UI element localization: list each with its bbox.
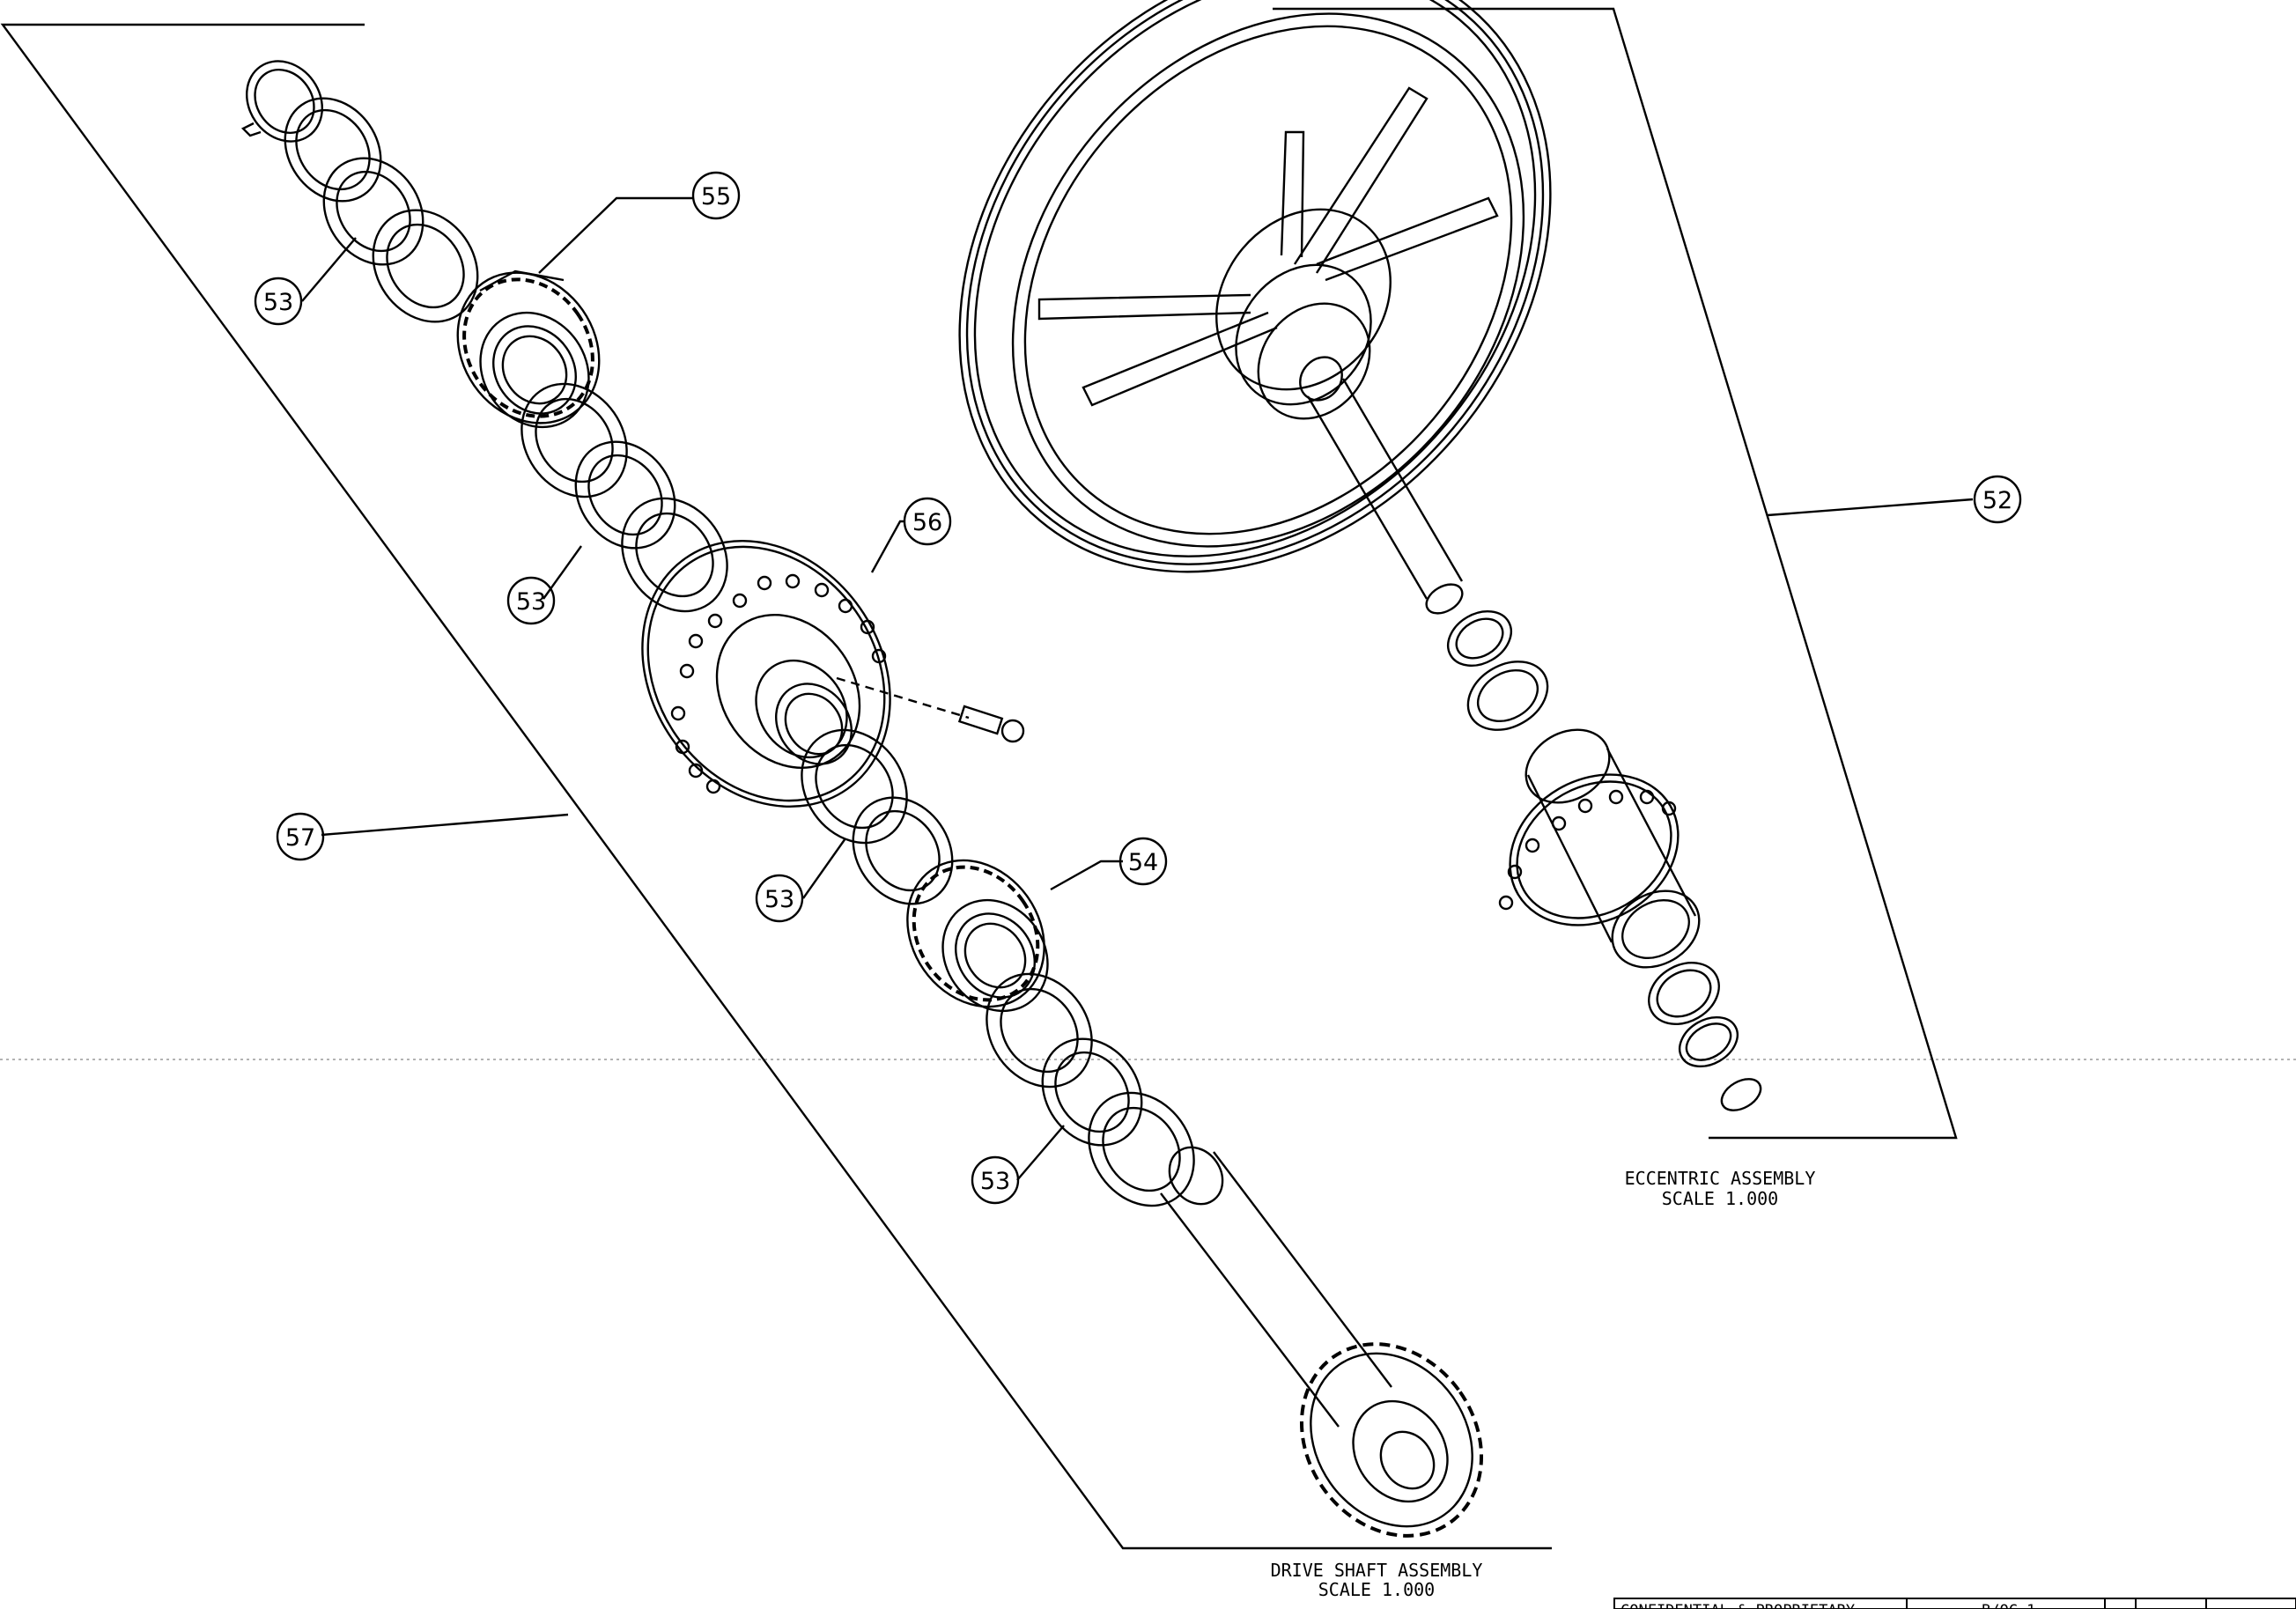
title-block-notice: CONFIDENTIAL & PROPRIETARY <box>1620 1602 1855 1609</box>
hub-flange-56 <box>641 540 891 808</box>
callout-bubble-53-b <box>506 576 556 625</box>
callout-53-b: 53 <box>516 588 546 616</box>
callout-52: 52 <box>1982 487 2012 514</box>
callout-53-d: 53 <box>980 1168 1010 1195</box>
sprocket-bearing-54 <box>906 859 1049 1013</box>
callout-53-a: 53 <box>263 289 293 316</box>
washer-stack-bottom <box>986 972 1195 1207</box>
eccentric-boundary <box>1273 7 1958 1140</box>
callout-53-c: 53 <box>764 886 794 913</box>
leader-53-a <box>301 237 357 302</box>
set-screw-axis <box>836 676 970 720</box>
callout-56: 56 <box>912 509 942 536</box>
eccentric-lower-rings <box>1648 962 1762 1111</box>
eccentric-assembly-scale: SCALE 1.000 <box>1662 1188 1778 1209</box>
callout-bubble-56 <box>903 497 952 546</box>
leader-57 <box>321 813 569 837</box>
callout-bubble-53-a <box>254 277 303 326</box>
eccentric-hub <box>1498 728 1701 969</box>
title-block-fragment: B/OC 1 <box>1982 1602 2035 1609</box>
title-block <box>1613 1598 2296 1609</box>
set-screw <box>957 705 1025 743</box>
callout-55: 55 <box>701 183 731 210</box>
washer-stack-top <box>284 97 479 323</box>
eccentric-shaft <box>1306 378 1464 615</box>
washer-stack-lower <box>801 728 954 905</box>
leader-52 <box>1767 498 1974 517</box>
callout-bubble-53-d <box>971 1155 1020 1205</box>
callout-54: 54 <box>1128 849 1158 876</box>
leader-54 <box>1050 860 1123 891</box>
pulley-wheel <box>958 0 1552 573</box>
leader-53-c <box>802 838 846 899</box>
snap-ring-top <box>240 60 323 143</box>
sprocket-bottom <box>1299 1342 1484 1538</box>
eccentric-assembly-title: ECCENTRIC ASSEMBLY <box>1625 1168 1816 1189</box>
callout-bubble-57 <box>276 812 325 861</box>
eccentric-rings <box>1447 609 1549 731</box>
drive-shaft <box>1160 1146 1392 1428</box>
washer-stack-middle <box>520 382 728 613</box>
leader-55 <box>538 196 693 274</box>
callout-bubble-55 <box>691 171 741 220</box>
callout-bubble-52 <box>1973 475 2022 524</box>
drive-shaft-assembly-scale: SCALE 1.000 <box>1318 1579 1435 1600</box>
callout-57: 57 <box>285 824 315 852</box>
callout-bubble-54 <box>1118 837 1168 886</box>
leader-56 <box>870 520 904 573</box>
leader-53-d <box>1016 1125 1065 1181</box>
drive-shaft-boundary <box>0 23 1552 1550</box>
callout-bubble-53-c <box>755 874 804 923</box>
drive-shaft-assembly-title: DRIVE SHAFT ASSEMBLY <box>1271 1560 1483 1581</box>
leader-53-b <box>543 545 582 600</box>
sprocket-bearing-55 <box>456 269 601 429</box>
